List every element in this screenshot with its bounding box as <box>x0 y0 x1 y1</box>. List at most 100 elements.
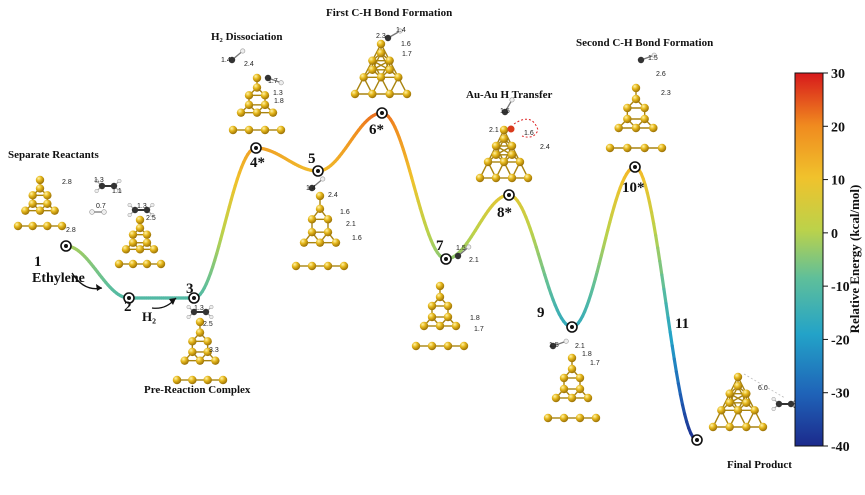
bond-distance: 1.6 <box>352 235 362 242</box>
cluster-point-2: 1.3 2.5 <box>114 202 166 269</box>
stationary-point-3 <box>188 292 200 304</box>
colorbar-tick-label: -10 <box>831 280 850 295</box>
energy-curve-segment <box>654 233 660 250</box>
colorbar-tick-label: -20 <box>831 333 850 348</box>
h2-addition-arrow <box>151 297 177 309</box>
colorbar-tick-label: -40 <box>831 440 850 455</box>
point-label-2: 2 <box>124 299 132 315</box>
point-labels: 1 2 3 4* 5 6* 7 8* 9 10* 11 <box>34 122 689 332</box>
point-label-1: 1 <box>34 254 42 270</box>
bond-distance: 1.5 <box>456 245 466 252</box>
title-second-ch-bond: Second C-H Bond Formation <box>576 37 713 49</box>
h2-label: H₂ <box>142 309 156 324</box>
bond-distance: 2.4 <box>244 61 254 68</box>
energy-curve-segment <box>656 246 662 263</box>
point-label-11: 11 <box>675 316 689 332</box>
bond-distance: 2.4 <box>540 144 550 151</box>
energy-curve-segment <box>647 200 654 214</box>
bond-distance: 1.6 <box>401 41 411 48</box>
energy-curve-segment <box>660 273 666 291</box>
energy-curve-segment <box>651 221 658 237</box>
title-pre-reaction-complex: Pre-Reaction Complex <box>144 384 251 396</box>
stationary-point-8 <box>503 189 515 201</box>
energy-curve-segment <box>664 301 670 320</box>
point-label-10: 10* <box>622 180 645 196</box>
energy-curve-segment <box>674 370 681 386</box>
bond-distance: 2.8 <box>66 227 76 234</box>
energy-curve-segment <box>676 382 683 397</box>
colorbar: 30 20 10 0 -10 -20 -30 -40 Relative Energy (kca… <box>794 67 862 455</box>
colorbar-title: Relative Energy (kcal/mol) <box>847 185 862 334</box>
stationary-point-1 <box>60 240 72 252</box>
point-label-6: 6* <box>369 122 384 138</box>
colorbar-gradient <box>794 72 824 447</box>
ethylene-addition-arrow <box>71 272 103 291</box>
bond-distance: 2.1 <box>489 127 499 134</box>
point-label-8: 8* <box>497 205 512 221</box>
cluster-final-product: 6.01.5 <box>708 372 803 432</box>
colorbar-tick-label: -30 <box>831 387 850 402</box>
bond-distance: 1.5 <box>648 55 658 62</box>
bond-distance: 0.7 <box>96 203 106 210</box>
bond-distance: 2.3 <box>376 33 386 40</box>
cluster-ts-10: 1.52.62.3 <box>605 52 671 153</box>
title-separate-reactants: Separate Reactants <box>8 149 99 161</box>
bond-distance: 1.7 <box>402 51 412 58</box>
bond-distance: 1.7 <box>590 360 600 367</box>
bond-distance: 1.3 <box>94 177 104 184</box>
point-label-9: 9 <box>537 305 545 321</box>
bond-distance: 1.8 <box>470 315 480 322</box>
bond-distance: 6.0 <box>758 385 768 392</box>
stationary-point-2 <box>123 292 135 304</box>
bond-distance: 1.1 <box>112 188 122 195</box>
bond-distance: 2.1 <box>346 221 356 228</box>
point-label-5: 5 <box>308 151 316 167</box>
cluster-ts-8: 1.5 2.1 1.6 2.4 <box>475 97 550 183</box>
bond-distance: 2.1 <box>575 343 585 350</box>
bond-distance: 1.7 <box>268 78 278 85</box>
stage-titles: Separate Reactants H₂ Dissociation First… <box>8 7 792 471</box>
bond-distance: 1.5 <box>549 342 559 349</box>
energy-curve-segment <box>678 393 685 407</box>
stationary-point-6 <box>376 107 388 119</box>
bond-distance: 1.4 <box>396 27 406 34</box>
energy-curve-segment <box>670 344 676 361</box>
bond-distance: 2.5 <box>203 321 213 328</box>
bond-distance: 2.3 <box>661 90 671 97</box>
energy-curve-segment <box>668 330 674 348</box>
colorbar-tick-label: 20 <box>831 120 845 135</box>
bond-distance: 1.3 <box>137 203 147 210</box>
title-first-ch-bond: First C-H Bond Formation <box>326 7 452 19</box>
stationary-point-9 <box>566 321 578 333</box>
title-au-h-transfer: Au-Au H Transfer <box>466 89 552 101</box>
bond-distance: 2.5 <box>146 215 156 222</box>
cluster-ts-4: 1.42.41.71.31.8 <box>221 48 286 135</box>
bond-distance: 3.3 <box>209 347 219 354</box>
stationary-point-10 <box>629 161 641 173</box>
point-label-4: 4* <box>250 155 265 171</box>
colorbar-ticks: 30 20 10 0 -10 -20 -30 -40 <box>823 67 850 455</box>
bond-distance: 1.3 <box>194 305 204 312</box>
stationary-points <box>60 107 703 446</box>
bond-distance: 1.5 <box>500 108 510 115</box>
bond-distance: 1.8 <box>274 98 284 105</box>
cluster-pre-reaction: 1.3 2.5 3.3 <box>172 304 228 385</box>
bond-distance: 1.6 <box>524 130 534 137</box>
energy-curve-segment <box>662 287 668 306</box>
bond-distance: 1.6 <box>340 209 350 216</box>
energy-curve-segment <box>666 316 672 334</box>
bond-distance: 2.1 <box>469 257 479 264</box>
bond-distance: 1.4 <box>221 57 231 64</box>
stationary-point-5 <box>312 165 324 177</box>
colorbar-tick-label: 10 <box>831 174 845 189</box>
stationary-point-7 <box>440 253 452 265</box>
cluster-ts-6: 2.3 1.4 1.6 1.7 <box>350 27 412 99</box>
ethylene-label: Ethylene <box>32 271 85 286</box>
colorbar-tick-label: 30 <box>831 67 845 82</box>
stationary-point-11 <box>691 434 703 446</box>
colorbar-tick-label: 0 <box>831 227 838 242</box>
point-label-7: 7 <box>436 238 444 254</box>
